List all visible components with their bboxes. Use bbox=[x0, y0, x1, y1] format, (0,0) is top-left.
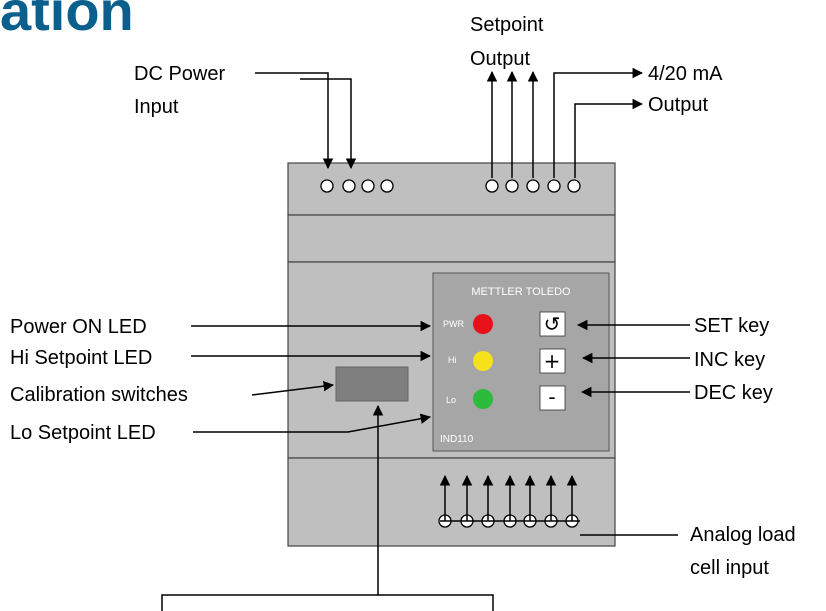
cal-switch-label: Calibration switches bbox=[10, 384, 188, 406]
analog-label-1: Analog load bbox=[690, 524, 796, 546]
power-led-label: Power ON LED bbox=[10, 316, 147, 338]
setpoint-label-1: Setpoint bbox=[470, 14, 544, 36]
hi-setpoint-led bbox=[473, 351, 493, 371]
set-key-label: SET key bbox=[694, 315, 769, 337]
hi-led-label: Hi Setpoint LED bbox=[10, 347, 152, 369]
lo-label: Lo bbox=[446, 395, 456, 405]
set-key[interactable]: ↺ bbox=[539, 311, 566, 337]
analog-label-2: cell input bbox=[690, 557, 769, 579]
brand-label: METTLER TOLEDO bbox=[471, 286, 571, 298]
dc-power-label-2: Input bbox=[134, 96, 179, 118]
pwr-label: PWR bbox=[443, 319, 464, 329]
inc-key-label: + bbox=[544, 349, 561, 373]
dec-key[interactable]: - bbox=[539, 385, 566, 411]
set-key-icon: ↺ bbox=[544, 312, 561, 336]
callout-lines bbox=[191, 67, 690, 595]
power-led bbox=[473, 314, 493, 334]
bottom-callout-box bbox=[161, 594, 494, 611]
ma-label-1: 4/20 mA bbox=[648, 63, 723, 85]
top-terminals-left bbox=[320, 179, 394, 193]
front-panel bbox=[432, 272, 610, 452]
lo-setpoint-led bbox=[473, 389, 493, 409]
model-label: IND110 bbox=[440, 434, 474, 445]
hi-label: Hi bbox=[448, 355, 457, 365]
inc-key[interactable]: + bbox=[539, 348, 566, 374]
top-terminals-right bbox=[485, 179, 581, 193]
inc-key-label-text: INC key bbox=[694, 349, 765, 371]
setpoint-label-2: Output bbox=[470, 48, 530, 70]
dec-key-label-text: DEC key bbox=[694, 382, 773, 404]
dc-power-label-1: DC Power bbox=[134, 63, 225, 85]
dec-key-label: - bbox=[548, 385, 555, 409]
ma-label-2: Output bbox=[648, 94, 708, 116]
calibration-switches[interactable] bbox=[335, 366, 409, 402]
page-title: ation bbox=[0, 0, 134, 42]
lo-led-label: Lo Setpoint LED bbox=[10, 422, 156, 444]
